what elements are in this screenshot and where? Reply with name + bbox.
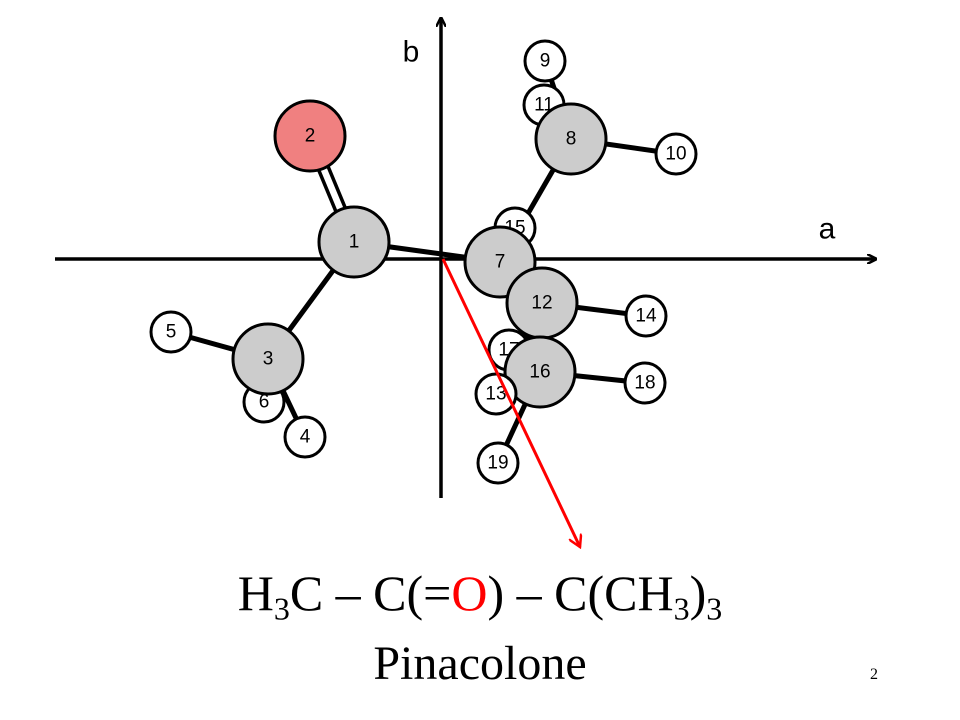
formula-subscript-2: 3 — [673, 590, 690, 627]
atom-9: 9 — [523, 39, 567, 83]
atom-19: 19 — [476, 441, 520, 485]
atom-2-circle — [273, 99, 347, 173]
atom-14: 14 — [624, 294, 668, 338]
formula-part-4: ) — [689, 565, 707, 621]
atom-4-circle — [283, 415, 327, 459]
atom-19-circle — [476, 441, 520, 485]
a-axis-label: a — [819, 213, 836, 246]
atom-18: 18 — [623, 361, 667, 405]
atom-1-label: 1 — [349, 232, 360, 253]
formula-part-3: ) – C(CH — [487, 565, 674, 621]
atom-9-label: 9 — [540, 51, 551, 72]
atom-3: 3 — [231, 322, 305, 396]
formula-part-1: H — [237, 565, 274, 621]
atom-3-circle — [231, 322, 305, 396]
atom-2-label: 2 — [305, 126, 316, 147]
atom-8-label: 8 — [566, 129, 577, 150]
atom-16-label: 16 — [529, 362, 550, 383]
dipole-arrow — [441, 258, 580, 547]
atom-8: 8 — [534, 102, 608, 176]
atom-8-circle — [534, 102, 608, 176]
atom-5-label: 5 — [166, 322, 177, 343]
atom-3-label: 3 — [263, 349, 274, 370]
atom-5-circle — [149, 310, 193, 354]
b-axis-label: b — [403, 36, 420, 69]
atom-14-circle — [624, 294, 668, 338]
atom-16: 16 — [503, 335, 577, 409]
atom-7-label: 7 — [495, 252, 506, 273]
atom-10: 10 — [654, 132, 698, 176]
atom-2: 2 — [273, 99, 347, 173]
atom-5: 5 — [149, 310, 193, 354]
atom-1-circle — [317, 205, 391, 279]
atom-9-circle — [523, 39, 567, 83]
atom-18-circle — [623, 361, 667, 405]
atom-4-label: 4 — [300, 427, 311, 448]
atom-10-label: 10 — [665, 144, 686, 165]
formula-oxygen: O — [451, 565, 488, 621]
atom-1: 1 — [317, 205, 391, 279]
atom-13-label: 13 — [485, 384, 506, 405]
formula-subscript-3: 3 — [706, 590, 723, 627]
atom-12: 12 — [505, 266, 579, 340]
compound-name: Pinacolone — [373, 637, 587, 690]
formula-part-2: C – C(= — [289, 565, 452, 621]
atom-16-circle — [503, 335, 577, 409]
slide-number: 2 — [870, 666, 878, 683]
atom-6-label: 6 — [259, 392, 270, 413]
atom-12-label: 12 — [531, 293, 552, 314]
chemical-formula: H3C – C(=O) – C(CH3)3 — [0, 565, 960, 625]
atom-13-circle — [474, 372, 518, 416]
atom-14-label: 14 — [635, 306, 657, 327]
atom-10-circle — [654, 132, 698, 176]
formula-subscript-1: 3 — [273, 590, 290, 627]
atom-13: 13 — [474, 372, 518, 416]
atom-19-label: 19 — [487, 453, 508, 474]
atom-4: 4 — [283, 415, 327, 459]
atom-18-label: 18 — [634, 373, 655, 394]
